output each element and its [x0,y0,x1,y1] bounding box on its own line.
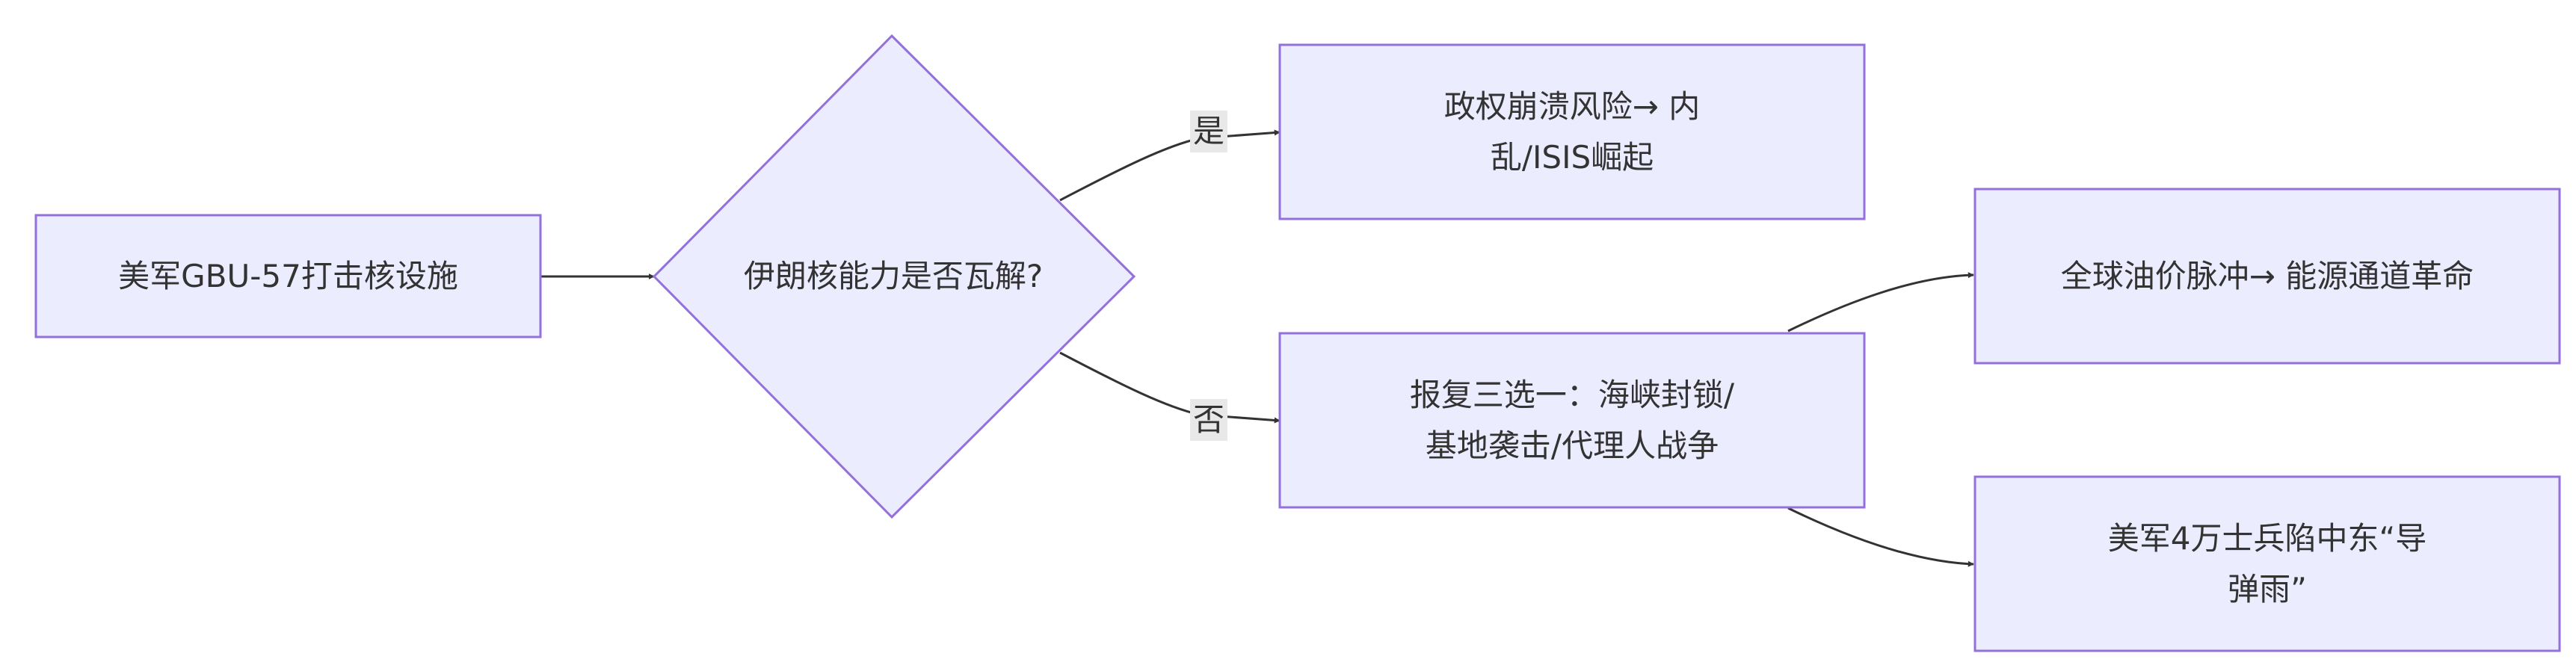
troops-node [1973,475,2561,652]
collapse-label: 政权崩溃风险→ 内乱/ISIS崛起 [1443,87,1701,176]
edge-label-no: 否 [1190,399,1227,441]
strike-label: 美军GBU-57打击核设施 [118,257,458,294]
oil-label: 全球油价脉冲→ 能源通道革命 [2060,257,2474,294]
retaliation-label: 报复三选一：海峡封锁/基地袭击/代理人战争 [1409,376,1735,464]
troops-label: 美军4万士兵陷中东“导弹雨” [2107,519,2427,607]
edge-label-yes: 是 [1190,111,1227,152]
edge-decision-to-retaliation [1059,351,1281,424]
edge-retaliation-to-oil [1787,272,1974,333]
strike-node [34,214,542,338]
collapse-node [1278,43,1866,220]
edge-decision-to-collapse [1059,129,1281,202]
decision-node [652,34,1136,519]
decision-label: 伊朗核能力是否瓦解? [743,258,1044,294]
oil-node [1973,188,2561,365]
retaliation-node [1278,332,1866,509]
edge-retaliation-to-troops [1787,507,1974,567]
